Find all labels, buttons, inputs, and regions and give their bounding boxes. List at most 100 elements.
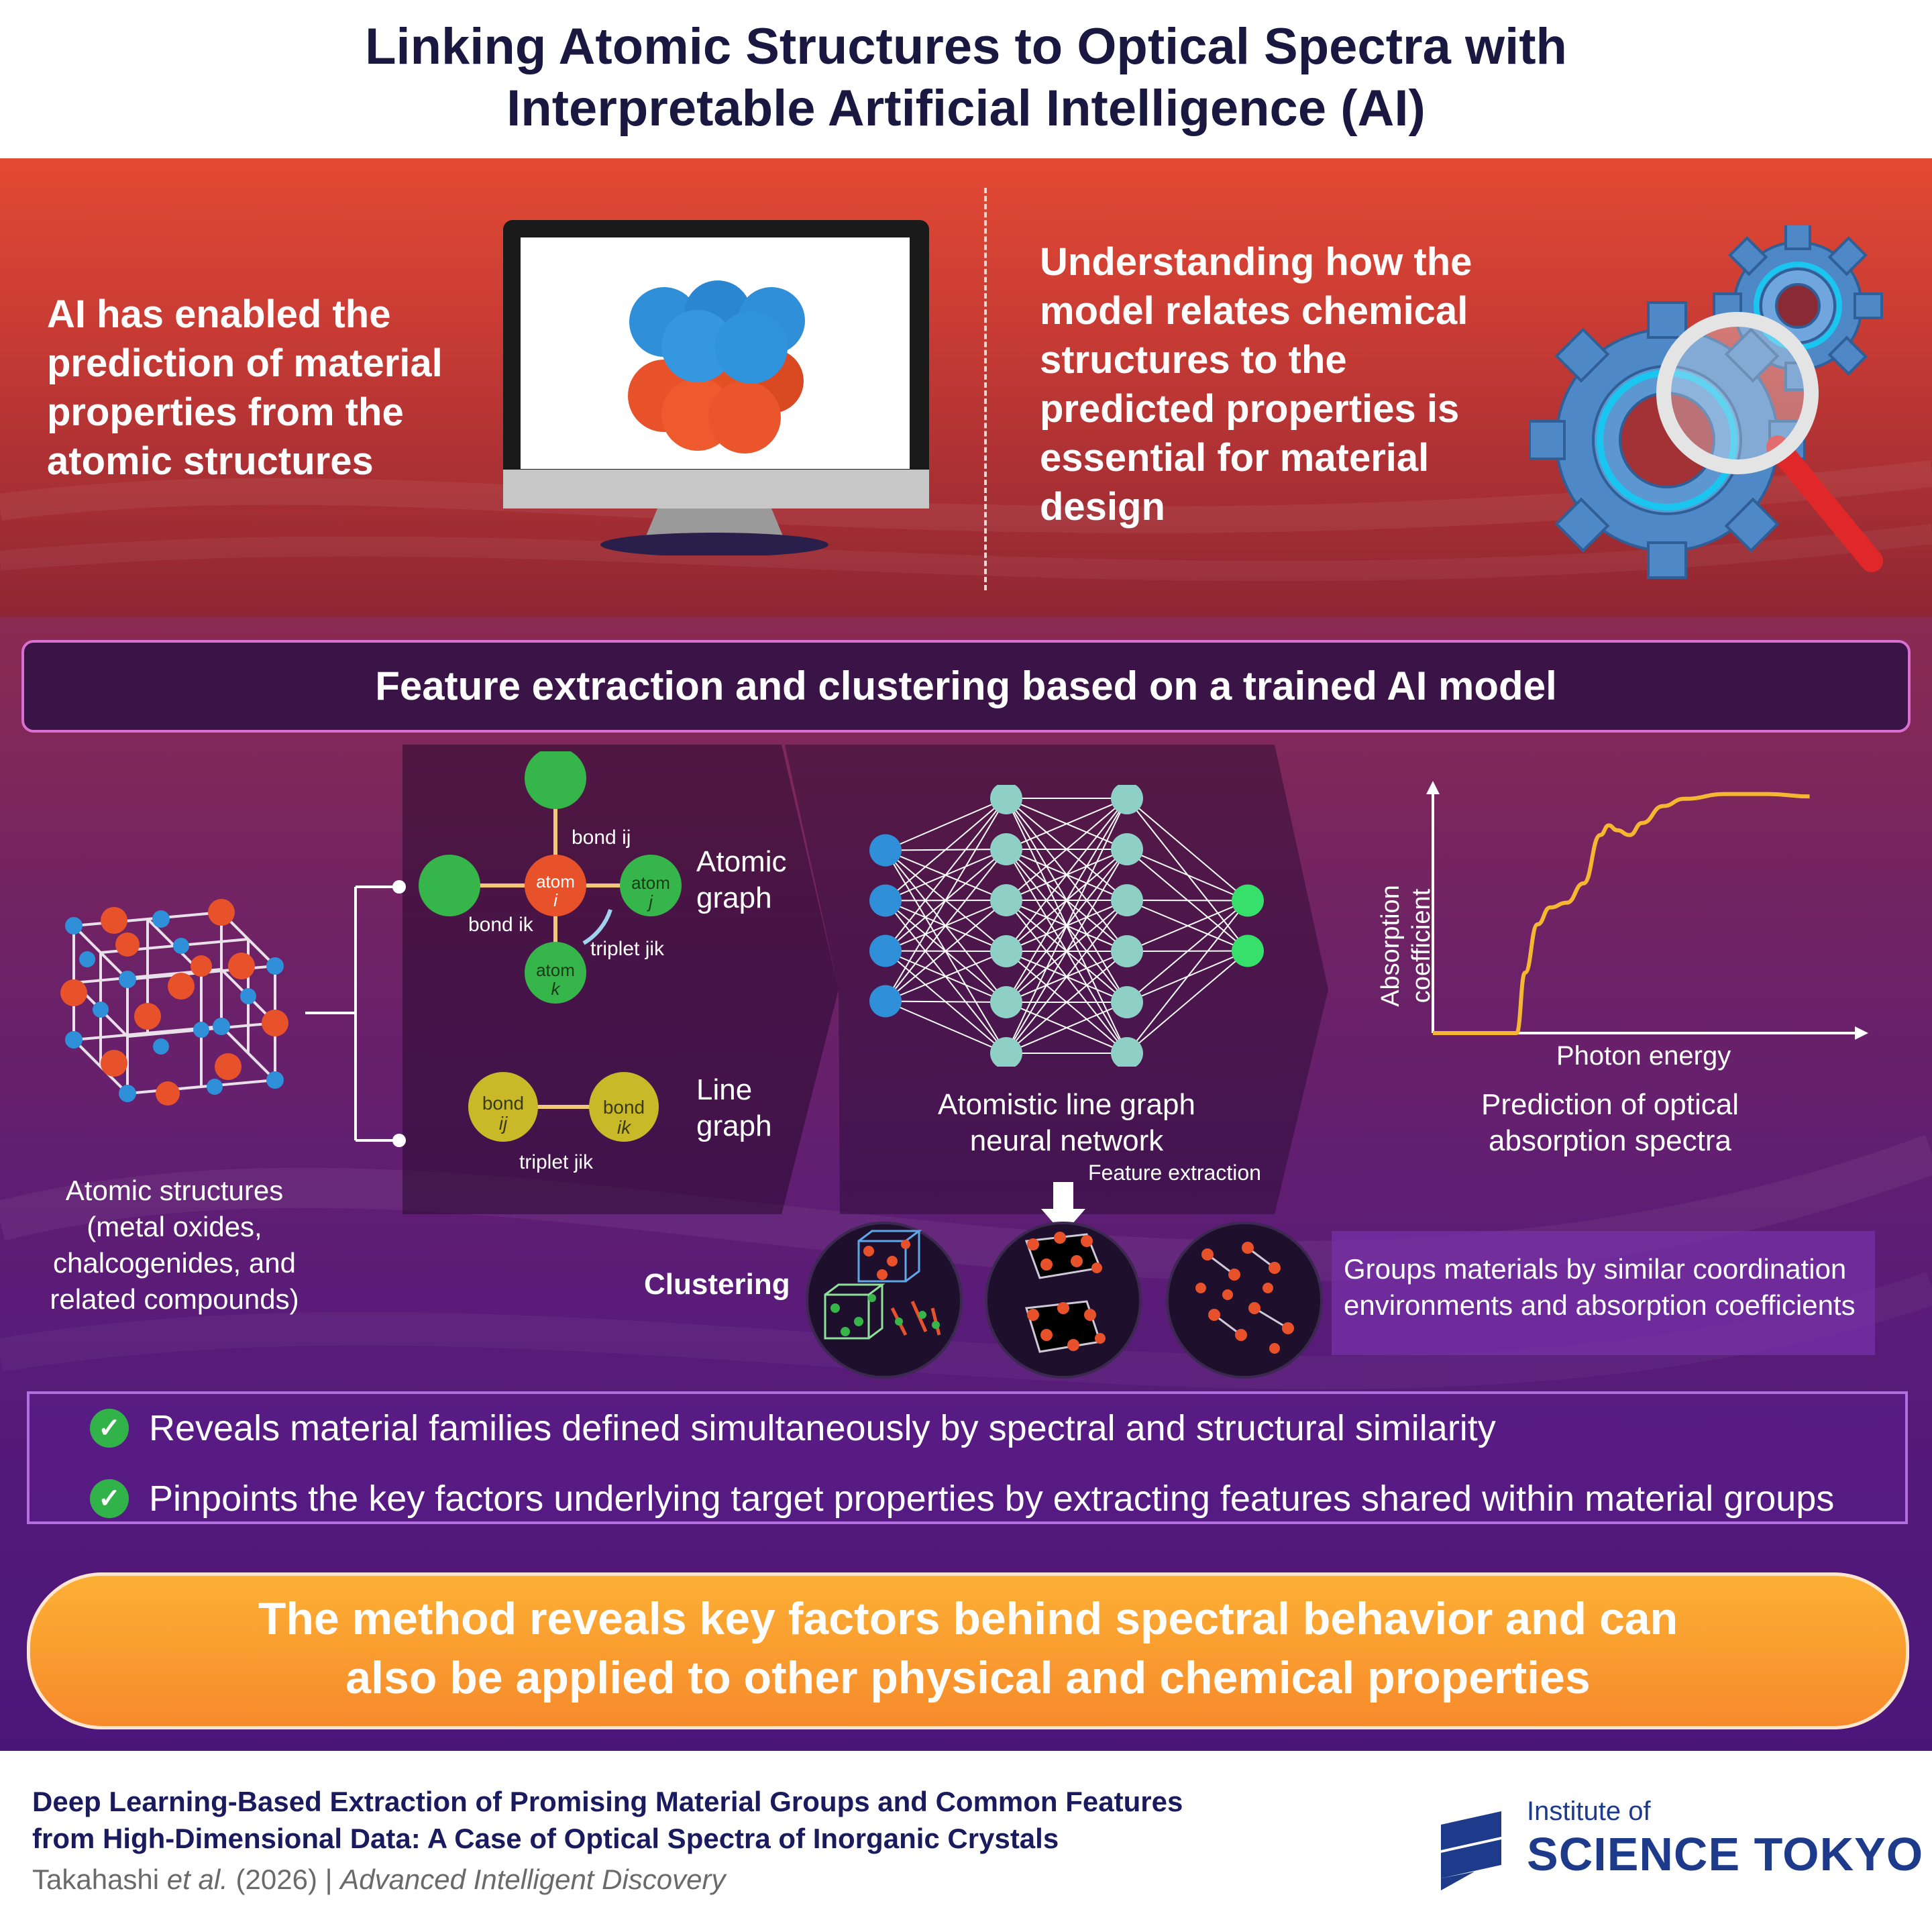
atom-j-label: atom j bbox=[624, 873, 678, 911]
network-node bbox=[990, 884, 1022, 916]
network-node bbox=[869, 934, 902, 967]
network-edge bbox=[1006, 900, 1128, 1054]
intro-left-line: properties from the bbox=[47, 390, 404, 434]
benefit-item: ✓ Reveals material families defined simu… bbox=[90, 1407, 1496, 1449]
cluster-2 bbox=[985, 1222, 1142, 1379]
line-graph-diagram bbox=[468, 1072, 659, 1142]
network-node bbox=[990, 1037, 1022, 1067]
network-caption: Atomistic line graph neural network bbox=[899, 1087, 1234, 1159]
title-line-1: Linking Atomic Structures to Optical Spe… bbox=[365, 18, 1567, 75]
intro-left-line: prediction of material bbox=[47, 341, 443, 385]
atomic-graph-diagram bbox=[419, 751, 682, 1004]
label-line: Atomic bbox=[696, 845, 787, 878]
network-node bbox=[990, 785, 1022, 814]
description-line: Groups materials by similar coordination bbox=[1344, 1253, 1847, 1285]
citation-journal: Advanced Intelligent Discovery bbox=[340, 1864, 726, 1895]
caption-line: (metal oxides, bbox=[87, 1211, 262, 1242]
neural-network-diagram bbox=[869, 785, 1264, 1067]
clustering-label: Clustering bbox=[644, 1268, 790, 1301]
intro-left-line: atomic structures bbox=[47, 439, 374, 483]
line-bond-ij: bond ij bbox=[476, 1093, 530, 1134]
line-bond-ik: bond ik bbox=[597, 1097, 651, 1138]
intro-right-line: essential for material bbox=[1040, 436, 1430, 480]
logo-text-line2: SCIENCE TOKYO bbox=[1527, 1828, 1924, 1880]
benefits-box: ✓ Reveals material families defined simu… bbox=[27, 1391, 1908, 1524]
network-node bbox=[990, 986, 1022, 1018]
science-tokyo-logo-icon bbox=[1441, 1811, 1501, 1890]
network-edge bbox=[1006, 798, 1128, 1054]
network-edge bbox=[1126, 900, 1248, 1003]
intro-right-line: structures to the bbox=[1040, 338, 1347, 382]
network-edge bbox=[885, 798, 1007, 1002]
cluster-3 bbox=[1166, 1222, 1323, 1379]
network-node bbox=[1111, 986, 1143, 1018]
connector-bracket bbox=[305, 880, 406, 1147]
network-node bbox=[1111, 935, 1143, 967]
conclusion-line: The method reveals key factors behind sp… bbox=[258, 1593, 1678, 1644]
network-node bbox=[869, 834, 902, 867]
check-icon: ✓ bbox=[90, 1479, 129, 1518]
clustering-description-box: Groups materials by similar coordination… bbox=[1332, 1231, 1875, 1355]
ylabel-line: Absorption bbox=[1377, 885, 1405, 1007]
conclusion-line: also be applied to other physical and ch… bbox=[345, 1652, 1591, 1703]
atom-index: i bbox=[553, 890, 557, 910]
section-banner: Feature extraction and clustering based … bbox=[21, 640, 1911, 733]
network-edge bbox=[885, 849, 1007, 1002]
cluster-circles bbox=[806, 1222, 1323, 1379]
network-node bbox=[1111, 785, 1143, 814]
label-line: graph bbox=[696, 1110, 772, 1142]
network-edge bbox=[1006, 798, 1128, 952]
intro-left-line: AI has enabled the bbox=[47, 292, 391, 336]
network-edge bbox=[1126, 849, 1248, 902]
feature-extraction-label: Feature extraction bbox=[1088, 1161, 1261, 1185]
network-node bbox=[990, 833, 1022, 865]
line-triplet-label: triplet jik bbox=[519, 1151, 594, 1173]
spectrum-xlabel: Photon energy bbox=[1556, 1041, 1731, 1071]
network-edge bbox=[885, 900, 1007, 1002]
bond-index: ij bbox=[498, 1113, 508, 1134]
line-graph-label: Line graph bbox=[696, 1072, 772, 1144]
network-node bbox=[1232, 884, 1264, 917]
footer: Deep Learning-Based Extraction of Promis… bbox=[0, 1751, 1932, 1932]
citation-authors: Takahashi bbox=[32, 1864, 160, 1895]
description-line: environments and absorption coefficients bbox=[1344, 1289, 1856, 1321]
citation: Takahashi et al. (2026) | Advanced Intel… bbox=[32, 1864, 726, 1895]
atom-k-label: atom k bbox=[529, 961, 582, 998]
intro-left-text: AI has enabled the prediction of materia… bbox=[47, 290, 443, 486]
atom-word: atom bbox=[536, 871, 575, 892]
network-edge bbox=[1126, 900, 1248, 902]
conclusion-text: The method reveals key factors behind sp… bbox=[30, 1576, 1906, 1707]
clustering-description: Groups materials by similar coordination… bbox=[1332, 1231, 1875, 1324]
network-edge bbox=[1126, 950, 1248, 1054]
section-banner-text: Feature extraction and clustering based … bbox=[375, 663, 1557, 708]
network-edge bbox=[885, 798, 1007, 902]
label-line: graph bbox=[696, 881, 772, 914]
network-node bbox=[869, 884, 902, 917]
network-edge bbox=[885, 798, 1007, 851]
benefit-item: ✓ Pinpoints the key factors underlying t… bbox=[90, 1478, 1834, 1519]
network-edge bbox=[1126, 900, 1248, 1054]
down-arrow-icon bbox=[1041, 1182, 1085, 1234]
spectrum-series-line bbox=[1432, 792, 1810, 1035]
network-panel bbox=[785, 745, 1328, 1214]
network-edge bbox=[1006, 798, 1128, 901]
structures-caption: Atomic structures (metal oxides, chalcog… bbox=[20, 1173, 329, 1318]
conclusion-pill: The method reveals key factors behind sp… bbox=[27, 1572, 1909, 1729]
intro-right-line: model relates chemical bbox=[1040, 289, 1468, 333]
gears-magnifier-icon bbox=[1529, 225, 1883, 579]
network-edge bbox=[1126, 900, 1248, 952]
network-edge bbox=[1126, 798, 1248, 902]
network-edge bbox=[1006, 849, 1128, 1054]
network-edge bbox=[1006, 798, 1128, 850]
title-area: Linking Atomic Structures to Optical Spe… bbox=[0, 0, 1932, 158]
network-node bbox=[1111, 833, 1143, 865]
y-axis-arrow bbox=[1426, 781, 1440, 794]
check-icon: ✓ bbox=[90, 1409, 129, 1448]
x-axis-arrow bbox=[1855, 1026, 1868, 1040]
divider bbox=[984, 188, 987, 590]
network-node bbox=[990, 935, 1022, 967]
spectrum-ylabel: Absorption coefficient bbox=[1375, 879, 1456, 1013]
network-node bbox=[1111, 884, 1143, 916]
caption-line: absorption spectra bbox=[1489, 1124, 1731, 1157]
label-line: Line bbox=[696, 1073, 753, 1106]
